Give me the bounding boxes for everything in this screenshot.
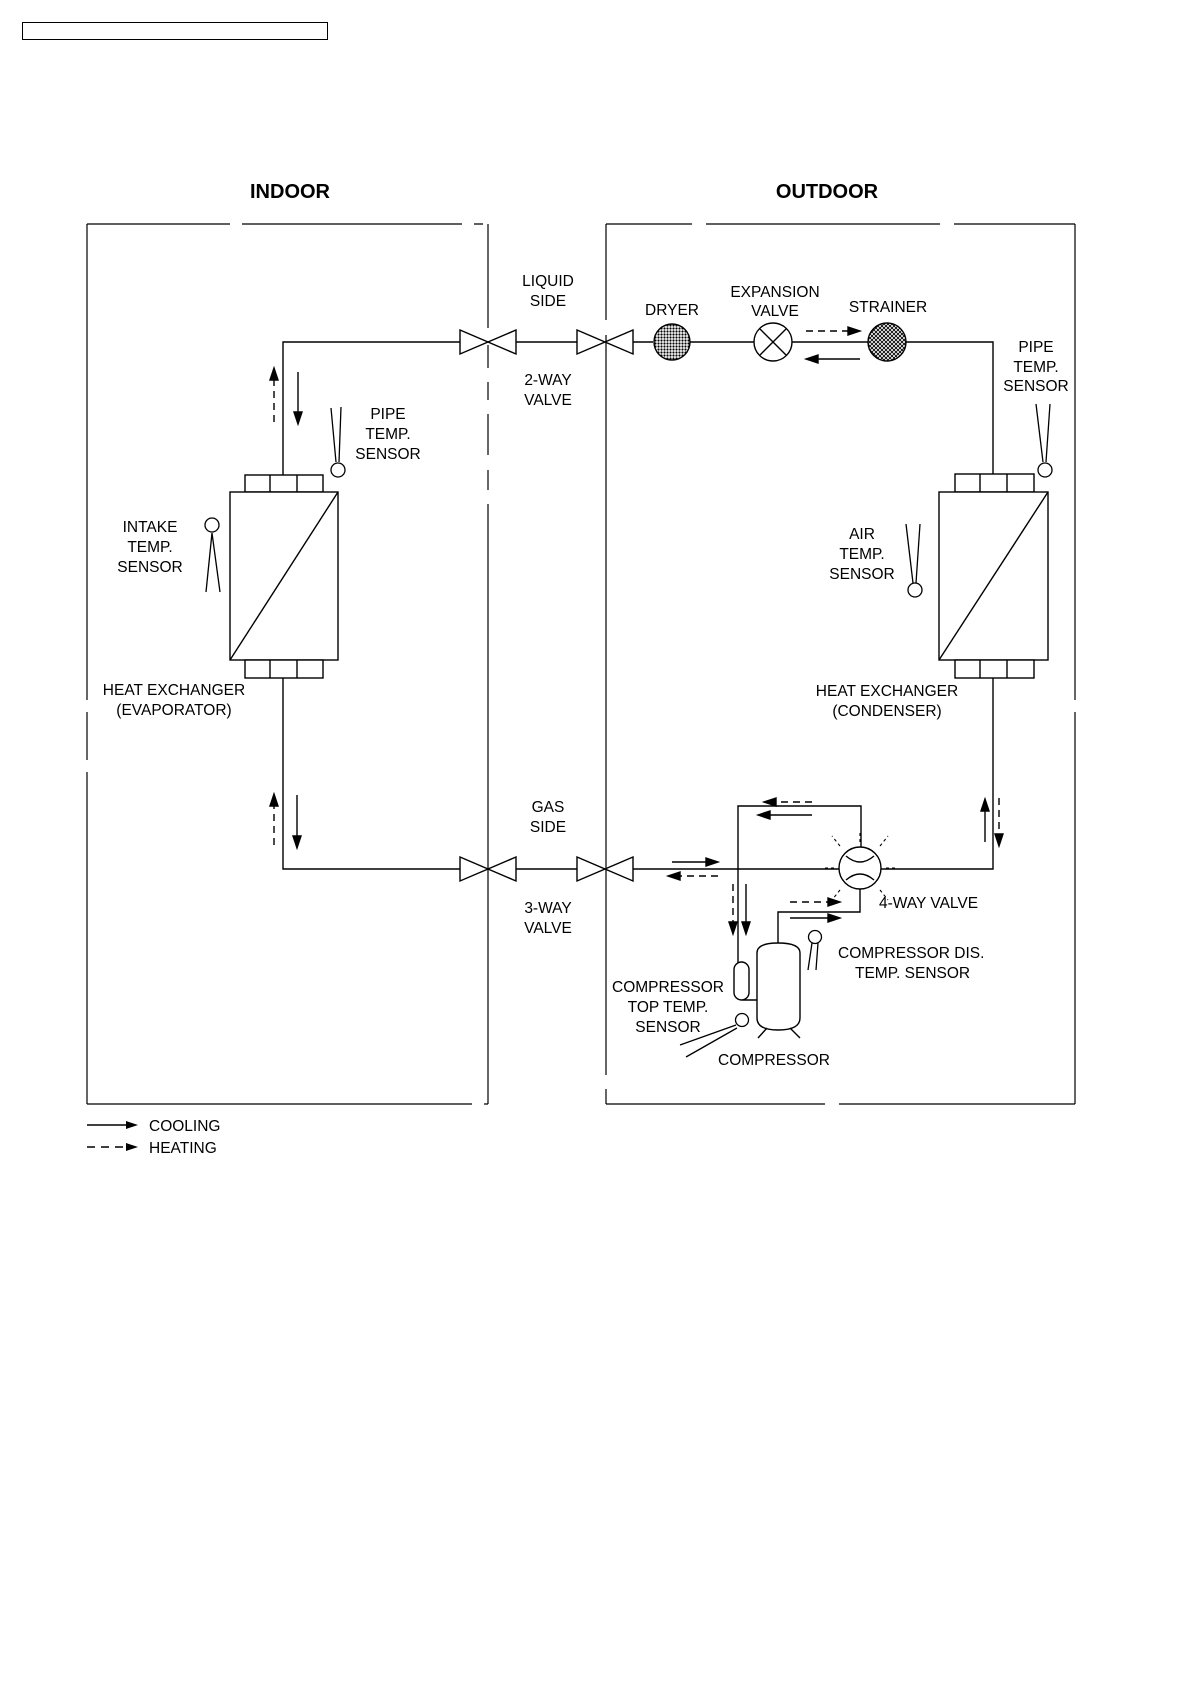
legend-heating-label: HEATING [149,1140,217,1157]
liquid-side-label-2: SIDE [530,293,566,310]
intake-sensor-label-1: INTAKE [123,519,178,536]
air-sensor-label-2: TEMP. [839,546,884,563]
three-way-valve-label-1: 3-WAY [524,900,571,917]
gas-side-label-1: GAS [532,799,565,816]
indoor-pipe-sensor-label-3: SENSOR [355,446,420,463]
legend-heating: HEATING [87,1140,217,1157]
strainer-label: STRAINER [849,299,927,316]
compressor-label: COMPRESSOR [718,1052,830,1069]
expansion-valve-label-2: VALVE [751,303,799,320]
two-way-valve-label-2: VALVE [524,392,572,409]
legend: COOLING HEATING [87,1118,220,1157]
air-sensor-label-3: SENSOR [829,566,894,583]
heating-arrows [269,326,1004,937]
compressor [756,942,801,1039]
indoor-pipe-sensor-label-2: TEMP. [365,426,410,443]
flow-arrows [269,326,1004,937]
outdoor-pipe-sensor-label-2: TEMP. [1013,359,1058,376]
outdoor-pipe-sensor-label-1: PIPE [1018,339,1053,356]
accumulator [733,961,750,1001]
evaporator-label-2: (EVAPORATOR) [116,702,231,719]
two-way-valve [459,328,634,356]
four-way-valve-label: 4-WAY VALVE [879,895,978,912]
compressor-top-sensor-label-1: COMPRESSOR [612,979,724,996]
air-temp-sensor [905,523,923,598]
indoor-pipe-sensor-label-1: PIPE [370,406,405,423]
three-way-valve [459,855,634,883]
indoor-title: INDOOR [250,181,331,203]
three-way-valve-label-2: VALVE [524,920,572,937]
indoor-pipe-temp-sensor [330,406,346,478]
header-box [22,22,328,40]
liquid-side-label-1: LIQUID [522,273,574,290]
condenser-label-1: HEAT EXCHANGER [816,683,958,700]
four-way-valve [824,832,896,901]
compressor-top-temp-sensor [679,1012,750,1058]
compressor-top-sensor-label-2: TOP TEMP. [628,999,709,1016]
dryer [653,323,691,361]
outdoor-unit-boundary [605,223,1076,1105]
refrigerant-piping [282,341,994,1001]
legend-cooling: COOLING [87,1118,220,1135]
air-sensor-label-1: AIR [849,526,875,543]
intake-temp-sensor [204,517,221,593]
compressor-dis-sensor-label-2: TEMP. SENSOR [855,965,970,982]
intake-sensor-label-3: SENSOR [117,559,182,576]
indoor-unit-boundary [86,223,489,1105]
compressor-top-sensor-label-3: SENSOR [635,1019,700,1036]
condenser-label-2: (CONDENSER) [832,703,941,720]
dryer-label: DRYER [645,302,699,319]
expansion-valve [753,322,793,362]
expansion-valve-label-1: EXPANSION [730,284,819,301]
compressor-dis-temp-sensor [807,929,823,971]
outdoor-title: OUTDOOR [776,181,879,203]
gas-side-label-2: SIDE [530,819,566,836]
evaporator-label-1: HEAT EXCHANGER [103,682,245,699]
outdoor-pipe-sensor-label-3: SENSOR [1003,378,1068,395]
legend-cooling-label: COOLING [149,1118,220,1135]
outdoor-heat-exchanger [938,473,1049,679]
two-way-valve-label-1: 2-WAY [524,372,571,389]
compressor-dis-sensor-label-1: COMPRESSOR DIS. [838,945,984,962]
intake-sensor-label-2: TEMP. [127,539,172,556]
indoor-heat-exchanger [229,474,339,679]
outdoor-pipe-temp-sensor [1035,403,1053,478]
strainer [867,322,907,362]
cooling-arrows [292,354,990,937]
